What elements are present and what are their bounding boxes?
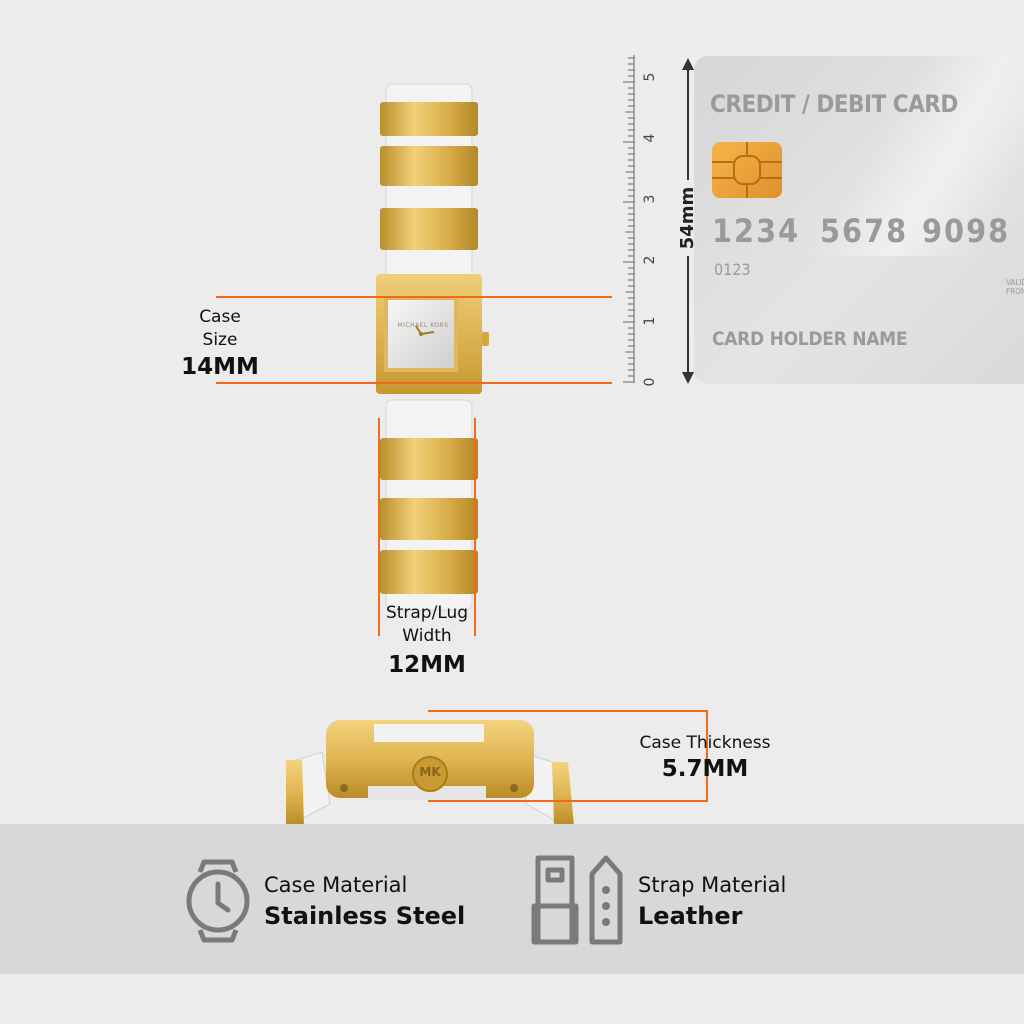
thickness-line-top	[428, 710, 708, 712]
card-number-3: 9098	[922, 212, 1011, 250]
watch-side-illustration	[286, 720, 574, 826]
thickness-line-bottom	[428, 800, 708, 802]
ruler-tick-4: 4	[642, 133, 658, 143]
ruler-tick-5: 5	[642, 72, 658, 82]
credit-card: CREDIT / DEBIT CARD 1234 5678 9098 0123 …	[694, 56, 1024, 384]
ruler-tick-0: 0	[642, 377, 658, 387]
ruler	[623, 55, 635, 383]
thickness-line-side	[706, 710, 708, 802]
watch-front-illustration	[376, 83, 489, 611]
card-chip-icon	[712, 142, 782, 198]
card-number-2: 5678	[820, 212, 909, 250]
strap-width-value: 12MM	[388, 652, 466, 678]
strap-material-title: Strap Material	[638, 873, 787, 897]
card-sheen	[804, 56, 1024, 256]
strap-icon	[531, 855, 623, 945]
watch-icon	[186, 859, 250, 943]
strap-width-line-left	[378, 418, 380, 636]
ruler-tick-2: 2	[642, 255, 658, 265]
ruler-tick-1: 1	[642, 316, 658, 326]
strap-width-line-right	[474, 418, 476, 636]
case-size-line-top	[216, 296, 612, 298]
ruler-tick-labels: 0 1 2 3 4 5	[640, 50, 664, 390]
card-title: CREDIT / DEBIT CARD	[710, 90, 958, 118]
specs-band	[0, 824, 1024, 974]
strap-width-label: Strap/Lug Width	[385, 603, 469, 646]
case-size-value: 14MM	[181, 354, 259, 380]
thickness-label: Case Thickness	[639, 733, 771, 753]
card-holder-name: CARD HOLDER NAME	[712, 328, 908, 350]
case-material-value: Stainless Steel	[264, 902, 466, 930]
card-small-number: 0123	[714, 260, 751, 279]
case-size-line-bottom	[216, 382, 612, 384]
thickness-value: 5.7MM	[661, 756, 749, 782]
card-valid-label: VALID FROM	[1006, 278, 1024, 296]
case-size-label: Case Size	[199, 307, 241, 350]
card-number-1: 1234	[712, 212, 801, 250]
watch-brand: MICHAEL KORS	[397, 322, 449, 329]
strap-material-value: Leather	[638, 902, 743, 930]
case-material-title: Case Material	[264, 873, 408, 897]
ruler-tick-3: 3	[642, 194, 658, 204]
crown-logo: MK	[419, 765, 441, 779]
